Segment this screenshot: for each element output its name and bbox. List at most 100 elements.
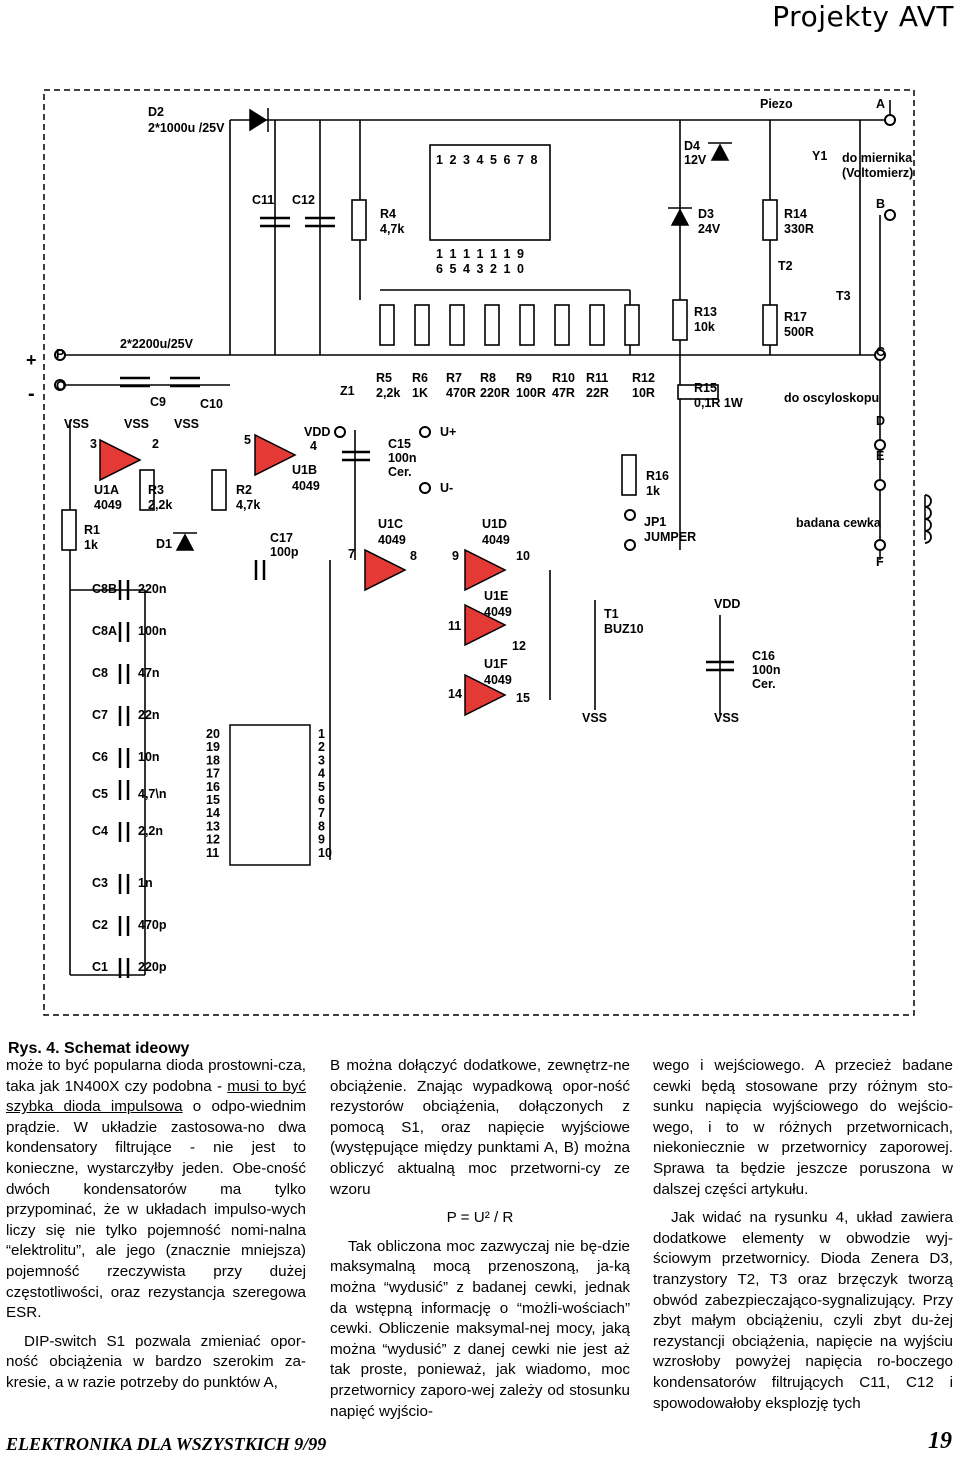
label-vss-2: VSS (124, 417, 149, 431)
label-cewka: badana cewka (796, 516, 882, 530)
label-minus: - (28, 383, 35, 405)
col3-paragraph-1: wego i wejściowego. A przecież badane ce… (653, 1057, 953, 1198)
switch-number: 9 (517, 247, 524, 261)
switch-number: 1 (436, 247, 443, 261)
switch-number: 1 (463, 247, 470, 261)
label-point-b: B (876, 197, 885, 211)
label-u1a: U1A (94, 483, 119, 497)
pin-number: 4 (310, 439, 317, 453)
label-t1: T1 (604, 607, 619, 621)
dip-pin-number: 6 (318, 793, 325, 807)
col3-paragraph-2: Jak widać na rysunku 4, układ zawiera do… (653, 1209, 953, 1412)
label-r16-val: 1k (646, 484, 660, 498)
dip-pin-number: 17 (206, 767, 220, 781)
label-point-c: C (876, 345, 885, 359)
pin-number: 9 (452, 549, 459, 563)
dip-pin-number: 14 (206, 806, 220, 820)
capacitor-value: 4,7\n (138, 787, 167, 801)
label-u1b-ic: 4049 (292, 479, 320, 493)
label-t1-val: BUZ10 (604, 622, 644, 636)
label-c16-type: Cer. (752, 677, 776, 691)
label-r6-val: 1K (412, 386, 428, 400)
label-z1: Z1 (340, 384, 355, 398)
capacitor-name: C2 (92, 918, 108, 932)
label-p: P (56, 347, 64, 361)
capacitor-value: 220p (138, 960, 167, 974)
switch-number: 1 (504, 262, 511, 276)
label-r2: R2 (236, 483, 252, 497)
label-oscyloskopu: do oscyloskopu (784, 391, 879, 405)
terminal-points (54, 114, 896, 551)
capacitor-name: C8 (92, 666, 108, 680)
dip-pin-number: 15 (206, 793, 220, 807)
label-c15-val: 100n (388, 451, 417, 465)
switch-number: 5 (450, 262, 457, 276)
label-r11: R11 (586, 371, 608, 385)
pin-number: 2 (152, 437, 159, 451)
label-c-2200: 2*2200u/25V (120, 337, 194, 351)
label-r3: R3 (148, 483, 164, 497)
text-column-2: B można dołączyć dodatkowe, zewnętrz-ne … (330, 1056, 630, 1430)
label-r8-val: 220R (480, 386, 510, 400)
label-r4: R4 (380, 207, 396, 221)
text-column-3: wego i wejściowego. A przecież badane ce… (653, 1056, 953, 1422)
label-c15-type: Cer. (388, 465, 412, 479)
switch-number: 7 (517, 153, 524, 167)
label-u1f-ic: 4049 (484, 673, 512, 687)
capacitor-name: C5 (92, 787, 108, 801)
dip-pin-number: 16 (206, 780, 220, 794)
label-u-minus: U- (440, 481, 453, 495)
label-u1c: U1C (378, 517, 403, 531)
label-c12: C12 (292, 193, 315, 207)
capacitor-value: 2,2n (138, 824, 163, 838)
switch-number: 1 (504, 247, 511, 261)
capacitor-value: 22n (138, 708, 160, 722)
switch-number: 1 (477, 247, 484, 261)
label-r9-val: 100R (516, 386, 546, 400)
label-r10: R10 (552, 371, 575, 385)
label-r7: R7 (446, 371, 462, 385)
footer-magazine: ELEKTRONIKA DLA WSZYSTKICH 9/99 (6, 1434, 327, 1454)
label-d4: D4 (684, 139, 700, 153)
capacitor-name: C8A (92, 624, 117, 638)
label-r17-val: 500R (784, 325, 814, 339)
capacitor-plates (118, 216, 734, 978)
page-header-title: Projekty AVT (772, 0, 954, 33)
label-r4-val: 4,7k (380, 222, 404, 236)
label-jp1: JP1 (644, 515, 666, 529)
label-piezo: Piezo (760, 97, 793, 111)
label-r12: R12 (632, 371, 655, 385)
label-r15: R15 (694, 381, 717, 395)
capacitor-name: C6 (92, 750, 108, 764)
label-c10: C10 (200, 397, 223, 411)
label-r11-val: 22R (586, 386, 609, 400)
pin-number: 14 (448, 687, 462, 701)
label-r14-val: 330R (784, 222, 814, 236)
pin-number: 3 (90, 437, 97, 451)
circuit-schematic: D2 2*1000u /25V C11 C12 R4 4,7k D4 12V P… (26, 89, 932, 1016)
label-d3: D3 (698, 207, 714, 221)
capacitor-name: C1 (92, 960, 108, 974)
label-u1b: U1B (292, 463, 317, 477)
capacitor-name: C7 (92, 708, 108, 722)
dashed-frame (43, 89, 915, 1016)
label-r6: R6 (412, 371, 428, 385)
label-r10-val: 47R (552, 386, 575, 400)
switch-number: 1 (436, 153, 443, 167)
switch-number: 1 (490, 247, 497, 261)
capacitor-value: 1n (138, 876, 153, 890)
label-c16-val: 100n (752, 663, 781, 677)
label-u1e-ic: 4049 (484, 605, 512, 619)
label-d4-val: 12V (684, 153, 707, 167)
label-r12-val: 10R (632, 386, 655, 400)
label-r13: R13 (694, 305, 717, 319)
dip-pin-number: 19 (206, 740, 220, 754)
label-u1a-ic: 4049 (94, 498, 122, 512)
figure-caption: Rys. 4. Schemat ideowy (8, 1040, 190, 1057)
label-u1f: U1F (484, 657, 508, 671)
col1-paragraph-1: może to być popularna dioda prostowni-cz… (6, 1057, 306, 1322)
dip-pin-number: 11 (206, 846, 219, 860)
label-jumper: JUMPER (644, 530, 696, 544)
label-c11: C11 (252, 193, 274, 207)
